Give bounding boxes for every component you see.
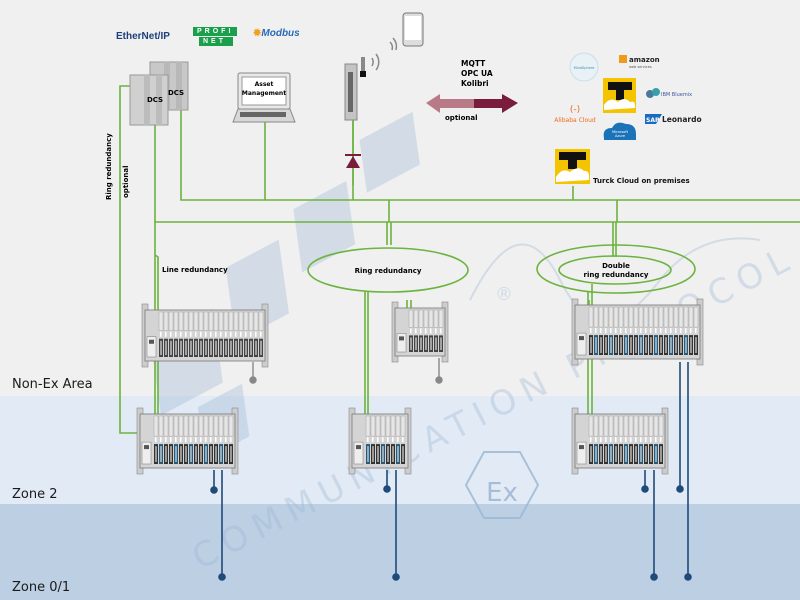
rack-non-ex-middle xyxy=(391,301,449,363)
svg-text:Ex: Ex xyxy=(486,478,518,508)
svg-text:SAP: SAP xyxy=(646,117,660,124)
svg-text:web services: web services xyxy=(629,65,652,69)
ring-redundancy-label: Ring redundancy xyxy=(355,267,422,275)
protocol-kolibri: Kolibri xyxy=(461,79,489,88)
non-ex-area-label: Non-Ex Area xyxy=(12,377,93,392)
ex-symbol: Ex xyxy=(464,451,540,519)
asset-management-label-1: Asset xyxy=(255,81,274,88)
ibm-bluemix-logo: IBM Bluemix xyxy=(646,88,692,98)
field-wiring xyxy=(210,362,692,581)
modbus-logo: ✹Modbus xyxy=(253,28,300,39)
dcs-front-label: DCS xyxy=(147,96,163,104)
optional-label: optional xyxy=(445,114,477,122)
svg-text:Alibaba Cloud: Alibaba Cloud xyxy=(554,117,596,124)
io-racks xyxy=(136,298,704,475)
bidirectional-arrow xyxy=(426,94,518,113)
svg-text:Leonardo: Leonardo xyxy=(662,115,702,124)
ring-redundancy-optional-sub: optional xyxy=(122,166,130,198)
rack-zone2-middle xyxy=(348,407,412,475)
mindsphere-logo: MindSphere xyxy=(569,52,599,82)
double-ring-label-2: ring redundancy xyxy=(584,271,649,279)
ethernet-ip-logo: EtherNet/IP xyxy=(116,31,170,42)
zone-0-1-label: Zone 0/1 xyxy=(12,580,71,595)
wifi-signal-icon xyxy=(371,37,398,71)
profinet-logo: PROFI NET xyxy=(193,27,238,46)
line-redundancy-label: Line redundancy xyxy=(162,266,228,274)
diode-icon xyxy=(345,120,361,185)
svg-text:Azure: Azure xyxy=(615,134,625,138)
tablet-icon xyxy=(402,12,424,47)
dcs-back-label: DCS xyxy=(168,89,184,97)
modbus-gear-icon: ✹ xyxy=(253,28,262,39)
asset-management-laptop: Asset Management xyxy=(232,72,296,123)
double-ring-label-1: Double xyxy=(602,262,630,270)
svg-text:IBM Bluemix: IBM Bluemix xyxy=(661,92,692,98)
microsoft-azure-logo: Microsoft Azure xyxy=(603,122,636,140)
zone-2-label: Zone 2 xyxy=(12,487,58,502)
protocol-mqtt: MQTT xyxy=(461,59,486,68)
sap-leonardo-logo: SAP Leonardo xyxy=(645,114,702,124)
turck-cloud-logo xyxy=(603,78,636,113)
svg-text:Microsoft: Microsoft xyxy=(612,130,629,134)
zone-0-1-area xyxy=(0,504,800,600)
rack-zone2-right xyxy=(571,407,669,475)
rack-zone2-left xyxy=(136,407,239,475)
asset-management-label-2: Management xyxy=(242,90,286,97)
alibaba-cloud-logo: (-) Alibaba Cloud xyxy=(554,105,596,124)
rack-non-ex-left xyxy=(141,303,269,368)
watermark-registered: ® xyxy=(495,284,513,305)
protocol-opcua: OPC UA xyxy=(461,69,493,78)
dcs-controller: DCS DCS xyxy=(129,61,189,126)
svg-text:(-): (-) xyxy=(570,105,580,115)
ring-redundancy-optional-label: Ring redundancy xyxy=(105,133,113,200)
svg-text:MindSphere: MindSphere xyxy=(574,66,595,70)
grey-drops xyxy=(249,358,443,384)
turck-cloud-on-premises-logo: Turck Cloud on premises xyxy=(555,149,690,185)
ethernet-backbone xyxy=(119,85,800,435)
svg-text:amazon: amazon xyxy=(629,56,660,64)
edge-gateway xyxy=(344,57,366,121)
amazon-web-services-logo: amazon web services xyxy=(619,55,660,69)
rack-non-ex-right xyxy=(571,298,704,366)
svg-text:Turck Cloud on premises: Turck Cloud on premises xyxy=(593,177,690,185)
